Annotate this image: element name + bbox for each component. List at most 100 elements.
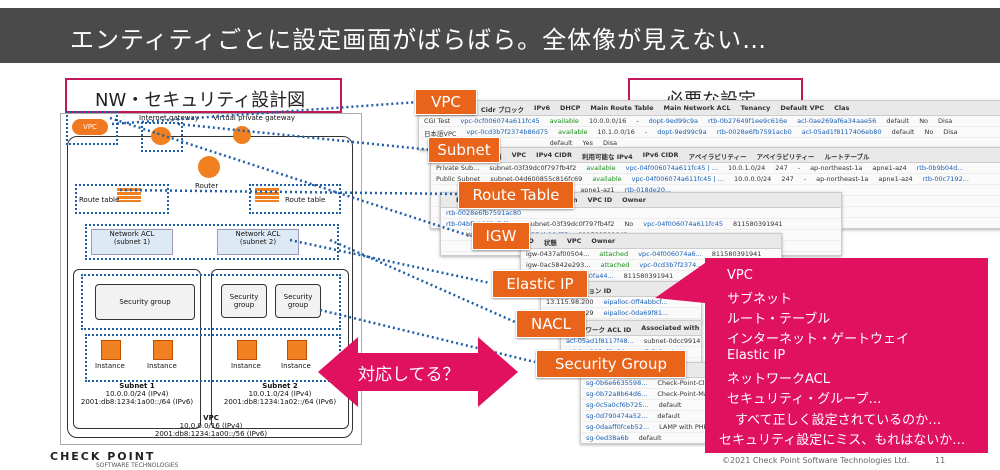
arrow-label: 対応してる？ bbox=[358, 365, 460, 385]
vpg-label: Virtual private gateway bbox=[213, 114, 296, 122]
tag-security-group-label: Security Group bbox=[554, 355, 668, 373]
callout-item: サブネット bbox=[727, 292, 793, 307]
table-row[interactable]: acl-05ad1f8117f48...subnet-0dcc9914... bbox=[561, 336, 701, 347]
column-header: DHCP bbox=[559, 104, 581, 112]
table-cell: rtb-018de20... bbox=[624, 186, 672, 194]
table-cell: sg-0ed38a6b bbox=[586, 434, 629, 442]
table-row[interactable]: sg-0c5a0cf6b725...default bbox=[581, 400, 709, 411]
table-cell: default bbox=[891, 128, 915, 136]
instances-highlight: Instance Instance Instance Instance bbox=[85, 334, 341, 382]
subnet2-name: Subnet 2 bbox=[262, 382, 298, 390]
route-table-left-label: Route table bbox=[79, 196, 120, 204]
subnet1-box bbox=[73, 269, 201, 429]
table-row[interactable]: rtb-0028e6fb7591ac80 bbox=[441, 208, 841, 219]
vpc-ipv6: 2001:db8:1234:1a00::/56 (IPv6) bbox=[154, 430, 268, 438]
table-cell: acl-05ad1f8117406eb80 bbox=[801, 128, 882, 136]
table-cell: 10.0.0.0/16 bbox=[588, 117, 627, 125]
callout-item: ネットワークACL bbox=[727, 372, 830, 387]
table-cell: Public Subnet bbox=[436, 175, 481, 183]
table-cell: available bbox=[549, 117, 579, 125]
lock-icon bbox=[233, 126, 251, 144]
router-icon bbox=[198, 156, 220, 178]
column-header: Associated with bbox=[641, 324, 700, 332]
connector-nacl bbox=[329, 238, 516, 324]
column-header: VPC bbox=[566, 237, 582, 245]
table-cell: acl-05ad1f8117f48... bbox=[566, 337, 634, 345]
column-header: Owner bbox=[591, 237, 616, 245]
table-cell: Yes bbox=[461, 230, 482, 240]
table-cell: default bbox=[638, 434, 662, 442]
column-header: Clas bbox=[834, 104, 850, 112]
nacl-subnet1: Network ACL (subnet 1) bbox=[91, 229, 173, 255]
slide-title: エンティティごとに設定画面がばらばら。全体像が見えない… bbox=[70, 26, 768, 54]
nacl1-sub: (subnet 1) bbox=[113, 238, 151, 246]
table-cell: Disa bbox=[602, 139, 618, 147]
table-cell: vpc-04f006074a611fc45 | ... bbox=[625, 164, 718, 172]
network-diagram: VPC Internet gateway Virtual private gat… bbox=[60, 111, 362, 445]
sg2b-label2: group bbox=[287, 301, 309, 309]
tag-subnet: Subnet bbox=[428, 137, 500, 163]
instance-label: Instance bbox=[231, 362, 261, 370]
table-cell: attached bbox=[599, 250, 629, 258]
subnet2-ipv4: 10.0.1.0/24 (IPv4) bbox=[248, 390, 312, 398]
table-cell: rtb-0028e6fb7591acb0 bbox=[716, 128, 792, 136]
connector-igw2 bbox=[109, 116, 471, 238]
tag-nacl-label: NACL bbox=[530, 315, 572, 333]
column-header: Main Route Table bbox=[590, 104, 654, 112]
column-header: ルートテーブル bbox=[824, 153, 870, 161]
table-cell: apne1-az1 bbox=[580, 186, 615, 194]
route-table-left: Route table bbox=[75, 184, 169, 214]
sg2a-label: Security bbox=[229, 293, 259, 301]
table-cell: 811580391941 bbox=[623, 272, 674, 280]
table-cell: No bbox=[624, 220, 634, 228]
nacl2-label: Network ACL bbox=[235, 230, 281, 238]
subnet1-ipv6: 2001:db8:1234:1a00::/64 (IPv6) bbox=[80, 398, 194, 406]
table-cell: Check-Point-Cluster-... bbox=[657, 379, 709, 387]
footer-page-number: 11 bbox=[935, 456, 946, 465]
table-cell: subnet-03f39dc0f797fb4f2 bbox=[489, 164, 577, 172]
table-cell: - bbox=[797, 164, 801, 172]
instance-label: Instance bbox=[147, 362, 177, 370]
vpc-cloud-icon: VPC bbox=[72, 119, 108, 135]
route-table-icon bbox=[117, 188, 141, 202]
footer-logo-text: CHECK POINT bbox=[50, 450, 156, 463]
table-cell: Yes bbox=[582, 139, 593, 147]
table-cell: rtb-0028e6fb7591ac80 bbox=[446, 209, 522, 217]
callout-item: VPC bbox=[727, 268, 753, 283]
column-header: Main Network ACL bbox=[663, 104, 731, 112]
table-row[interactable]: sg-0d790474a52...default bbox=[581, 411, 709, 422]
column-header: 利用可能な IPv4 bbox=[581, 153, 633, 161]
table-cell: 10.0.0.0/24 bbox=[733, 175, 772, 183]
table-cell: eipalloc-0ff4abbcf... bbox=[603, 298, 668, 306]
table-cell: vpc-04f006074a6... bbox=[638, 250, 702, 258]
column-header: アベイラビリティー bbox=[756, 153, 815, 161]
table-row[interactable]: sg-0ed38a6b default bbox=[581, 433, 709, 443]
table-row[interactable]: sg-0b72a8b64d6...Check-Point-Managem... bbox=[581, 389, 709, 400]
igw-icon-highlight bbox=[141, 122, 183, 152]
table-cell: rtb-00c7192... bbox=[922, 175, 969, 183]
callout-pointer bbox=[655, 263, 705, 303]
internet-gateway-icon bbox=[151, 127, 171, 145]
callout-question-1: すべて正しく設定されているのか… bbox=[735, 413, 942, 428]
table-cell: subnet-04d600855c816fc69 bbox=[490, 175, 583, 183]
arrow-shape bbox=[318, 337, 518, 407]
table-cell: sg-0c5a0cf6b725... bbox=[586, 401, 649, 409]
instance-icon bbox=[237, 340, 257, 360]
sg2b-label: Security bbox=[283, 293, 313, 301]
table-row[interactable]: sg-0daaff0fceb52...LAMP with PHP 7-1 C..… bbox=[581, 422, 709, 433]
table-cell: default bbox=[657, 412, 681, 420]
table-cell: 10.1.0.0/16 bbox=[597, 128, 635, 136]
column-header: Default VPC bbox=[780, 104, 825, 112]
table-row[interactable]: sg-0b6e6635598...Check-Point-Cluster-... bbox=[581, 378, 709, 389]
table-cell: vpc-04f006074a611fc45 bbox=[643, 220, 724, 228]
bidirectional-arrow bbox=[318, 337, 518, 407]
subnet1-ipv4: 10.0.0.0/24 (IPv4) bbox=[105, 390, 169, 398]
